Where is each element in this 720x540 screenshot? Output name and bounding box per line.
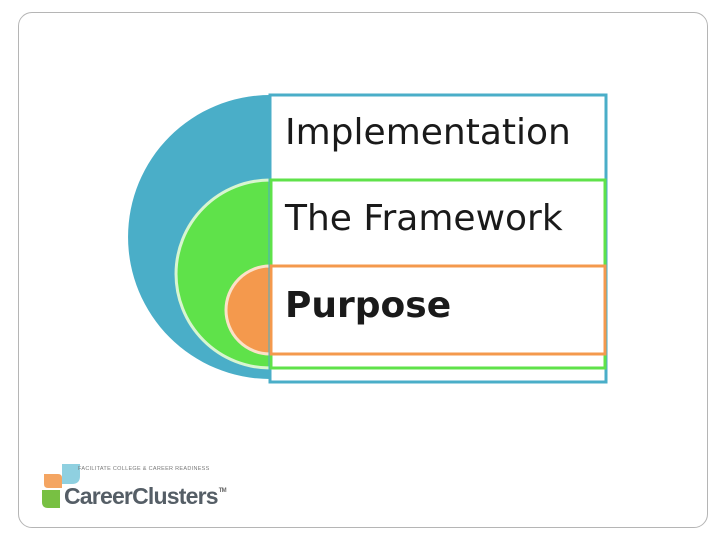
logo-word-career: Career (64, 483, 133, 509)
logo-word-clusters: Clusters (132, 483, 218, 509)
logo-green-petal (42, 490, 60, 508)
logo-teal-petal (62, 464, 80, 484)
logo-wordmark: CareerClustersTM (64, 483, 227, 509)
logo-orange-petal (44, 474, 62, 488)
layer-label-framework: The Framework (285, 198, 563, 239)
logo-trademark: TM (218, 488, 227, 494)
inner-layer-box (269, 264, 607, 356)
inner-layer-shape (224, 264, 272, 356)
logo-tagline: FACILITATE COLLEGE & CAREER READINESS (78, 466, 210, 472)
layer-label-implementation: Implementation (285, 112, 571, 153)
layer-label-purpose: Purpose (285, 285, 452, 326)
career-clusters-logo-mark (42, 464, 80, 508)
